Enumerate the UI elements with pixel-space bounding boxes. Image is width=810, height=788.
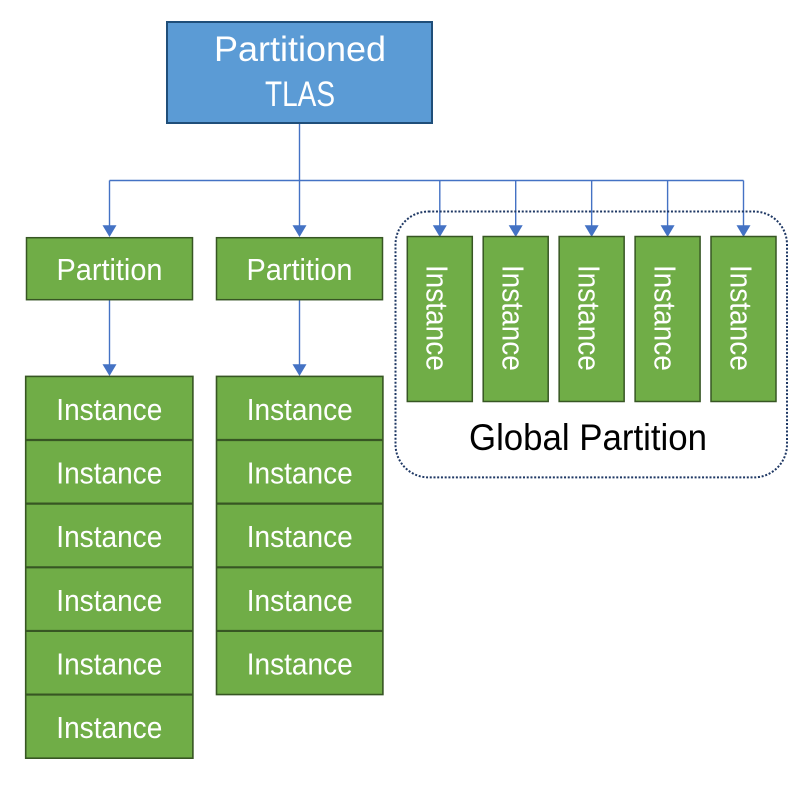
- svg-text:Instance: Instance: [496, 265, 531, 371]
- svg-text:Instance: Instance: [247, 456, 353, 491]
- svg-text:Instance: Instance: [56, 456, 162, 491]
- svg-text:Instance: Instance: [572, 265, 607, 371]
- svg-text:Instance: Instance: [723, 265, 758, 371]
- svg-text:Instance: Instance: [56, 647, 162, 682]
- svg-text:Instance: Instance: [56, 583, 162, 618]
- svg-text:Instance: Instance: [648, 265, 683, 371]
- svg-text:Instance: Instance: [247, 392, 353, 427]
- svg-text:Instance: Instance: [56, 710, 162, 745]
- svg-text:Instance: Instance: [56, 519, 162, 554]
- svg-text:Instance: Instance: [56, 392, 162, 427]
- svg-text:TLAS: TLAS: [265, 75, 335, 114]
- svg-text:Instance: Instance: [247, 647, 353, 682]
- svg-text:Instance: Instance: [247, 519, 353, 554]
- svg-text:Instance: Instance: [247, 583, 353, 618]
- svg-text:Partitioned: Partitioned: [214, 30, 386, 69]
- svg-text:Partition: Partition: [247, 252, 353, 287]
- svg-text:Partition: Partition: [57, 252, 163, 287]
- svg-text:Instance: Instance: [420, 265, 455, 371]
- svg-text:Global Partition: Global Partition: [469, 417, 707, 458]
